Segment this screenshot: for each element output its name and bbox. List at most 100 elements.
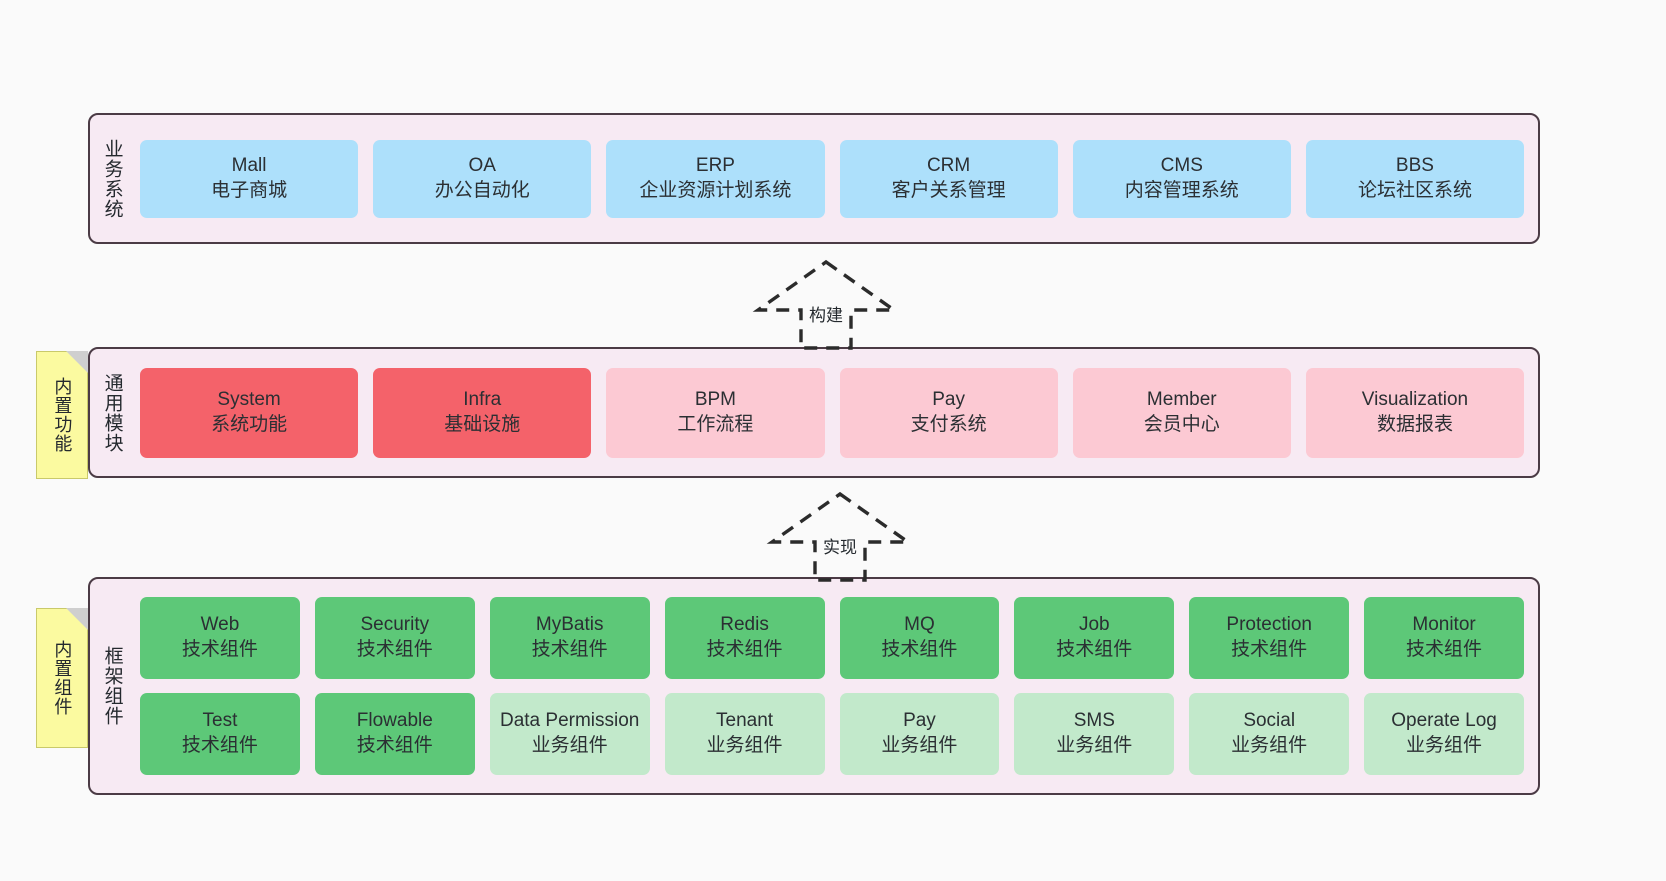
card-title-cn: 技术组件 xyxy=(356,735,433,756)
card-title-cn: 业务组件 xyxy=(1056,735,1133,756)
card-title-en: Mall xyxy=(231,154,267,176)
card-social[interactable]: Social 业务组件 xyxy=(1189,693,1350,775)
layer-title-framework-component: 框架组件 xyxy=(101,646,123,726)
card-title-en: MyBatis xyxy=(535,614,604,636)
card-infra[interactable]: Infra 基础设施 xyxy=(373,367,592,458)
card-title-cn: 内容管理系统 xyxy=(1124,179,1239,201)
card-title-cn: 系统功能 xyxy=(211,413,288,435)
layer-title-business-system: 业务系统 xyxy=(101,138,123,219)
card-title-en: Job xyxy=(1078,614,1110,636)
note-builtin-components: 内置组件 xyxy=(36,608,88,748)
card-pay-component[interactable]: Pay 业务组件 xyxy=(839,693,1000,775)
card-title-en: Tenant xyxy=(716,710,774,732)
card-title-en: Protection xyxy=(1226,614,1312,636)
card-title-en: Operate Log xyxy=(1391,710,1497,732)
card-cms[interactable]: CMS 内容管理系统 xyxy=(1072,139,1291,218)
card-title-en: Member xyxy=(1146,388,1217,410)
card-title-cn: 技术组件 xyxy=(181,735,258,756)
card-title-cn: 业务组件 xyxy=(531,735,608,756)
card-erp[interactable]: ERP 企业资源计划系统 xyxy=(606,139,825,218)
build-arrow: 构建 xyxy=(746,258,906,350)
card-bpm[interactable]: BPM 工作流程 xyxy=(606,367,825,458)
card-title-cn: 技术组件 xyxy=(706,639,783,660)
card-web[interactable]: Web 技术组件 xyxy=(140,597,300,679)
card-row: System 系统功能 Infra 基础设施 BPM 工作流程 Pay 支付系统… xyxy=(140,367,1525,458)
card-title-cn: 基础设施 xyxy=(444,413,521,435)
card-data-permission[interactable]: Data Permission 业务组件 xyxy=(489,693,650,775)
card-title-en: MQ xyxy=(904,614,935,636)
folded-corner-icon xyxy=(66,608,88,630)
card-oa[interactable]: OA 办公自动化 xyxy=(373,139,592,218)
implement-arrow: 实现 xyxy=(760,490,920,582)
arrow-label-implement: 实现 xyxy=(823,538,857,557)
arrow-outline xyxy=(766,491,914,582)
card-title-en: CMS xyxy=(1160,154,1203,176)
arrow-label-build: 构建 xyxy=(809,306,843,325)
card-title-en: BPM xyxy=(694,388,737,410)
card-row: Web 技术组件 Security 技术组件 MyBatis 技术组件 Redi… xyxy=(140,597,1524,679)
card-tenant[interactable]: Tenant 业务组件 xyxy=(664,693,825,775)
card-title-en: Infra xyxy=(463,388,502,410)
layer-body-common-module: System 系统功能 Infra 基础设施 BPM 工作流程 Pay 支付系统… xyxy=(134,349,1538,476)
card-title-en: BBS xyxy=(1395,154,1434,176)
card-protection[interactable]: Protection 技术组件 xyxy=(1189,597,1350,679)
card-bbs[interactable]: BBS 论坛社区系统 xyxy=(1305,139,1525,218)
card-title-cn: 业务组件 xyxy=(1406,735,1483,756)
card-title-cn: 业务组件 xyxy=(1231,735,1308,756)
card-title-cn: 电子商城 xyxy=(211,179,288,201)
card-title-en: Data Permission xyxy=(499,710,640,732)
layer-common-module: 通用模块 System 系统功能 Infra 基础设施 BPM 工作流程 Pay… xyxy=(88,347,1540,478)
card-title-cn: 技术组件 xyxy=(1056,639,1133,660)
card-title-cn: 技术组件 xyxy=(356,639,433,660)
card-monitor[interactable]: Monitor 技术组件 xyxy=(1364,597,1524,679)
card-crm[interactable]: CRM 客户关系管理 xyxy=(839,139,1058,218)
card-member[interactable]: Member 会员中心 xyxy=(1072,367,1291,458)
card-title-en: CRM xyxy=(926,154,971,176)
card-sms[interactable]: SMS 业务组件 xyxy=(1014,693,1175,775)
card-title-cn: 会员中心 xyxy=(1143,413,1220,435)
card-test[interactable]: Test 技术组件 xyxy=(140,693,300,775)
card-title-cn: 工作流程 xyxy=(677,413,754,435)
card-title-en: Security xyxy=(360,614,430,636)
card-title-cn: 支付系统 xyxy=(910,413,987,435)
note-label: 内置组件 xyxy=(52,640,73,716)
card-mybatis[interactable]: MyBatis 技术组件 xyxy=(489,597,650,679)
card-mq[interactable]: MQ 技术组件 xyxy=(839,597,1000,679)
card-redis[interactable]: Redis 技术组件 xyxy=(664,597,825,679)
card-title-en: Web xyxy=(200,614,240,636)
card-visualization[interactable]: Visualization 数据报表 xyxy=(1305,367,1525,458)
card-flowable[interactable]: Flowable 技术组件 xyxy=(314,693,475,775)
card-title-en: Visualization xyxy=(1361,388,1469,410)
card-title-en: ERP xyxy=(695,154,735,176)
layer-body-business-system: Mall 电子商城 OA 办公自动化 ERP 企业资源计划系统 CRM 客户关系… xyxy=(134,115,1538,242)
card-title-cn: 技术组件 xyxy=(881,639,958,660)
card-security[interactable]: Security 技术组件 xyxy=(314,597,475,679)
card-mall[interactable]: Mall 电子商城 xyxy=(140,139,359,218)
card-operate-log[interactable]: Operate Log 业务组件 xyxy=(1364,693,1524,775)
card-title-cn: 客户关系管理 xyxy=(891,179,1006,201)
card-title-en: OA xyxy=(468,154,496,176)
card-title-cn: 企业资源计划系统 xyxy=(639,179,792,201)
card-pay-module[interactable]: Pay 支付系统 xyxy=(839,367,1058,458)
card-job[interactable]: Job 技术组件 xyxy=(1014,597,1175,679)
card-title-en: SMS xyxy=(1073,710,1115,732)
card-title-en: Pay xyxy=(932,388,965,410)
note-builtin-features: 内置功能 xyxy=(36,351,88,479)
folded-corner-icon xyxy=(66,351,88,373)
layer-title-common-module: 通用模块 xyxy=(101,372,123,453)
card-title-cn: 技术组件 xyxy=(1406,639,1483,660)
card-system[interactable]: System 系统功能 xyxy=(140,367,359,458)
card-title-cn: 办公自动化 xyxy=(434,179,530,201)
card-title-en: Pay xyxy=(903,710,936,732)
card-title-en: Flowable xyxy=(356,710,433,732)
card-title-cn: 技术组件 xyxy=(181,639,258,660)
card-title-en: Social xyxy=(1243,710,1296,732)
arrow-outline xyxy=(752,259,900,350)
card-row: Mall 电子商城 OA 办公自动化 ERP 企业资源计划系统 CRM 客户关系… xyxy=(140,139,1525,218)
card-title-cn: 论坛社区系统 xyxy=(1357,179,1472,201)
note-label: 内置功能 xyxy=(52,377,73,453)
card-title-en: System xyxy=(217,388,281,410)
card-title-en: Monitor xyxy=(1412,614,1476,636)
card-title-cn: 数据报表 xyxy=(1376,413,1453,435)
